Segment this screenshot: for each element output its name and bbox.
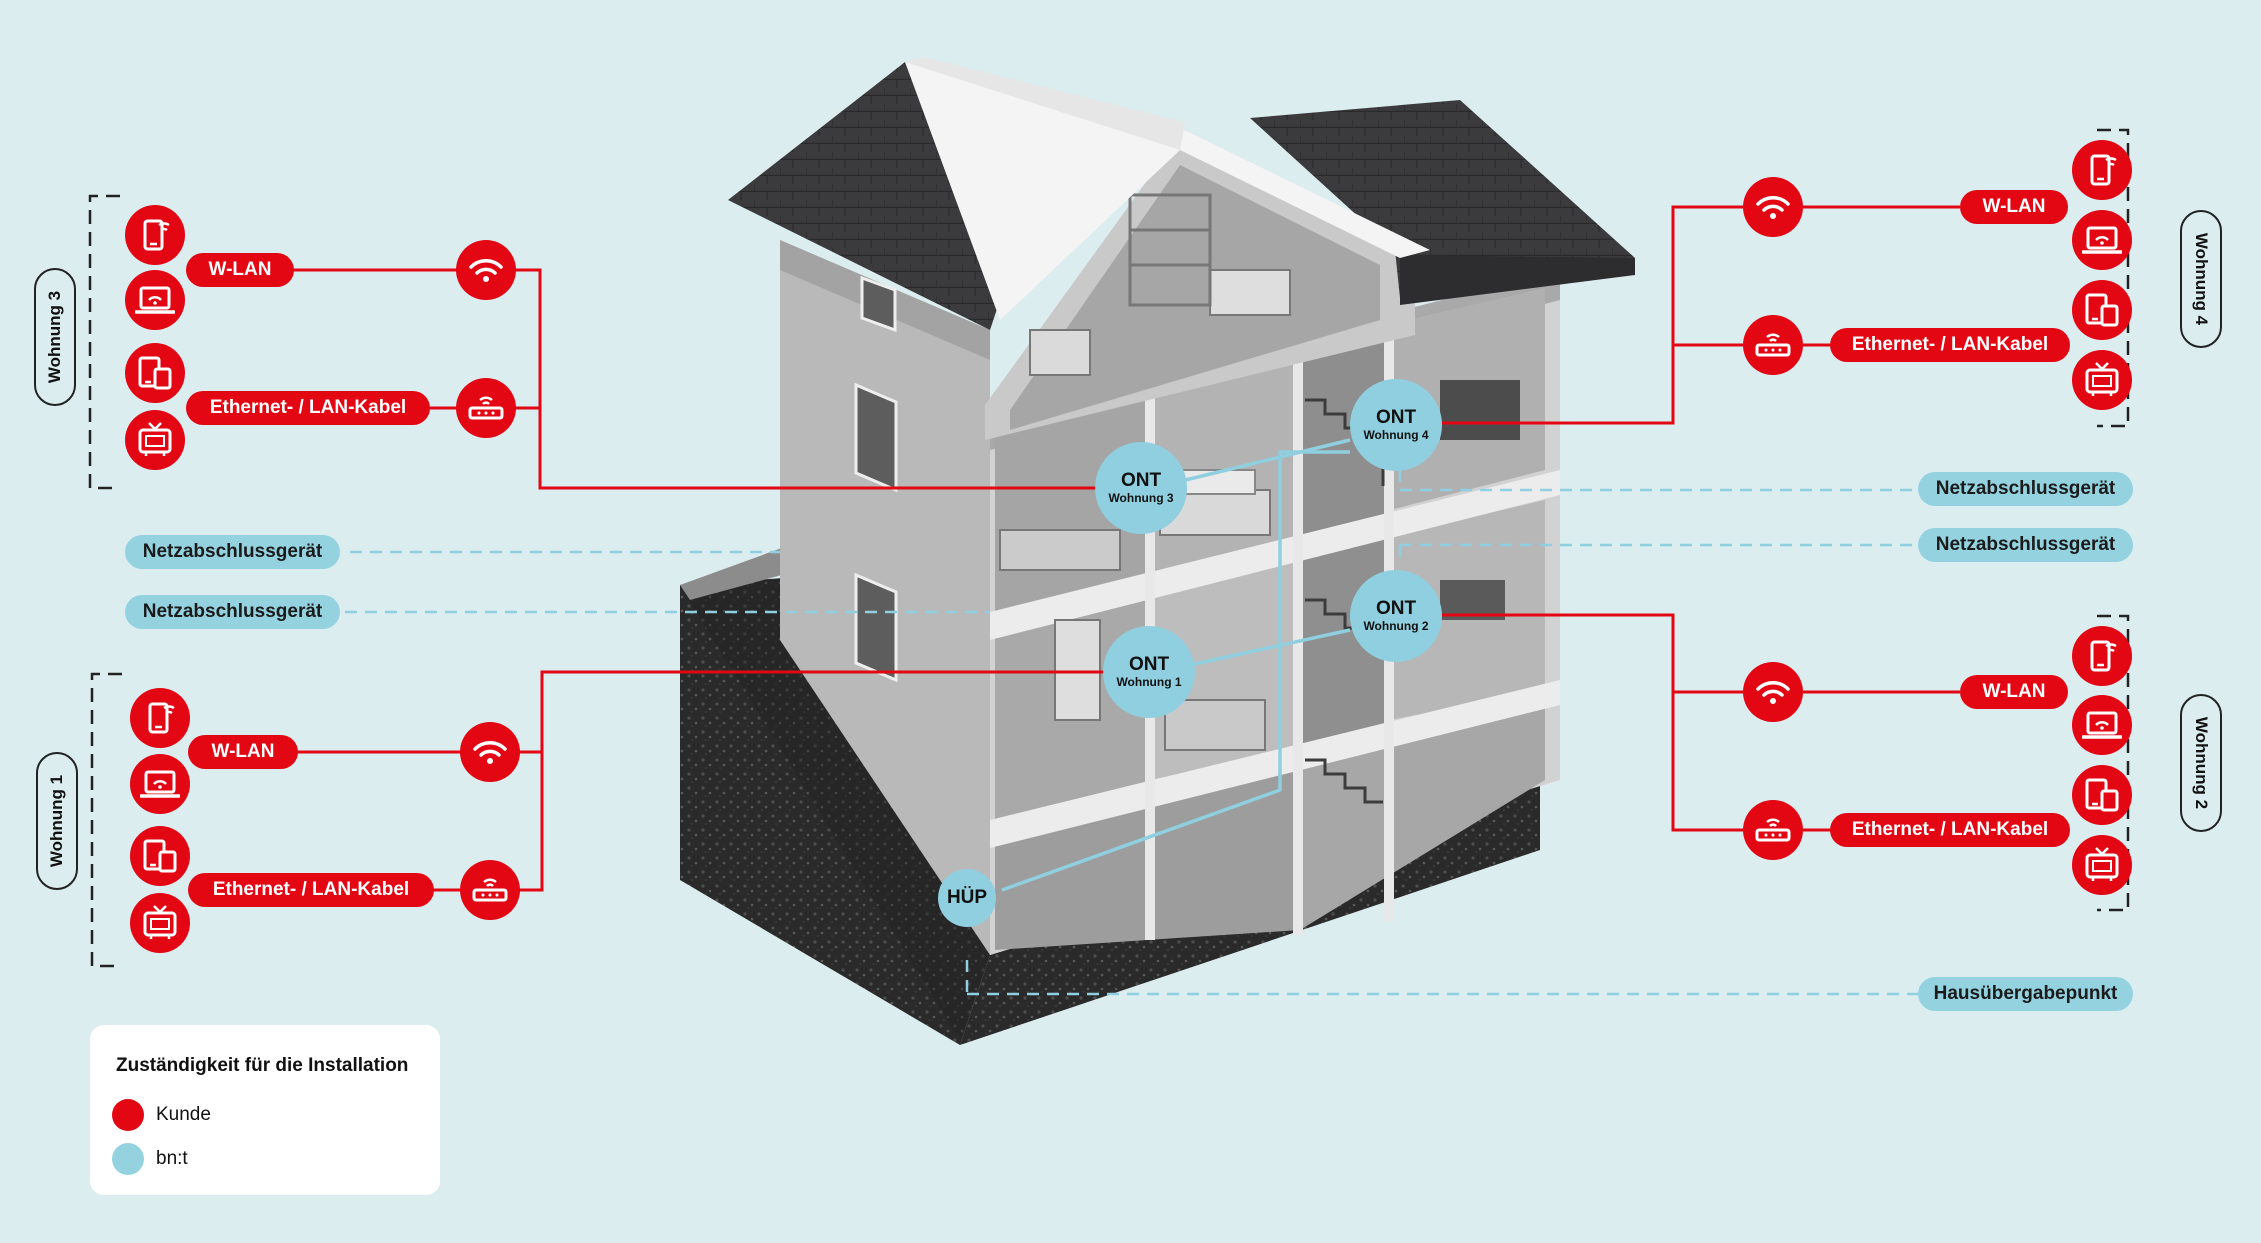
laptop-icon [130,754,190,814]
ont-title: ONT [1128,654,1170,675]
smartphone-icon [125,205,185,265]
legend: Zuständigkeit für die Installation Kunde… [90,1025,440,1195]
tv-icon [2072,350,2132,410]
laptop-icon [125,270,185,330]
ont-node-wohnung-3: ONT Wohnung 3 [1095,442,1187,534]
ont-node-wohnung-1: ONT Wohnung 1 [1103,626,1195,718]
callout-dashed-lines [345,470,1918,996]
wifi-label-wohnung-1: W-LAN [188,735,298,769]
provider-fiber-lines [1001,438,1351,892]
wifi-label-wohnung-4: W-LAN [1960,190,2068,224]
lan-label-wohnung-1: Ethernet- / LAN-Kabel [188,873,434,907]
ethernet-router-icon [456,378,516,438]
legend-swatch [112,1099,144,1131]
ethernet-router-icon [1743,315,1803,375]
legend-title: Zuständigkeit für die Installation [116,1055,409,1076]
tv-icon [130,893,190,953]
wifi-label-wohnung-3: W-LAN [186,253,294,287]
lan-label-wohnung-3: Ethernet- / LAN-Kabel [186,391,430,425]
smartphone-icon [2072,626,2132,686]
hup-node-label: HÜP [946,887,988,908]
ont-title: ONT [1120,470,1162,491]
customer-connection-lines [290,205,1960,892]
devices-icon [2072,765,2132,825]
wifi-router-icon [1743,177,1803,237]
legend-label: Kunde [156,1104,211,1125]
hausuebergabepunkt-callout: Hausübergabepunkt [1918,977,2133,1011]
wifi-router-icon [460,722,520,782]
legend-item-bnt: bn:t [112,1143,188,1175]
ont-title: ONT [1375,407,1417,428]
netzabschlussgeraet-callout: Netzabschlussgerät [1918,472,2133,506]
legend-item-kunde: Kunde [112,1099,211,1131]
unit-label-wohnung-2: Wohnung 2 [2180,694,2222,832]
devices-icon [125,343,185,403]
ethernet-router-icon [1743,800,1803,860]
wifi-router-icon [456,240,516,300]
unit-label-wohnung-3: Wohnung 3 [34,268,76,406]
ont-subtitle: Wohnung 2 [1363,619,1429,633]
laptop-icon [2072,695,2132,755]
unit-label-wohnung-1: Wohnung 1 [36,752,78,890]
lan-label-wohnung-2: Ethernet- / LAN-Kabel [1830,813,2070,847]
ethernet-router-icon [460,860,520,920]
smartphone-icon [2072,140,2132,200]
netzabschlussgeraet-callout: Netzabschlussgerät [125,535,340,569]
apartment-brackets [88,128,2130,968]
ont-node-wohnung-4: ONT Wohnung 4 [1350,379,1442,471]
wifi-label-wohnung-2: W-LAN [1960,675,2068,709]
wifi-router-icon [1743,662,1803,722]
devices-icon [130,826,190,886]
tv-icon [2072,835,2132,895]
laptop-icon [2072,210,2132,270]
hup-node: HÜP [938,869,996,927]
ont-subtitle: Wohnung 1 [1116,675,1182,689]
netzabschlussgeraet-callout: Netzabschlussgerät [125,595,340,629]
unit-label-wohnung-4: Wohnung 4 [2180,210,2222,348]
lan-label-wohnung-4: Ethernet- / LAN-Kabel [1830,328,2070,362]
legend-label: bn:t [156,1148,188,1169]
ont-title: ONT [1375,598,1417,619]
house-illustration [680,57,1635,1045]
smartphone-icon [130,688,190,748]
ont-subtitle: Wohnung 4 [1363,428,1429,442]
legend-swatch [112,1143,144,1175]
ont-subtitle: Wohnung 3 [1108,491,1174,505]
tv-icon [125,410,185,470]
netzabschlussgeraet-callout: Netzabschlussgerät [1918,528,2133,562]
ont-node-wohnung-2: ONT Wohnung 2 [1350,570,1442,662]
devices-icon [2072,280,2132,340]
